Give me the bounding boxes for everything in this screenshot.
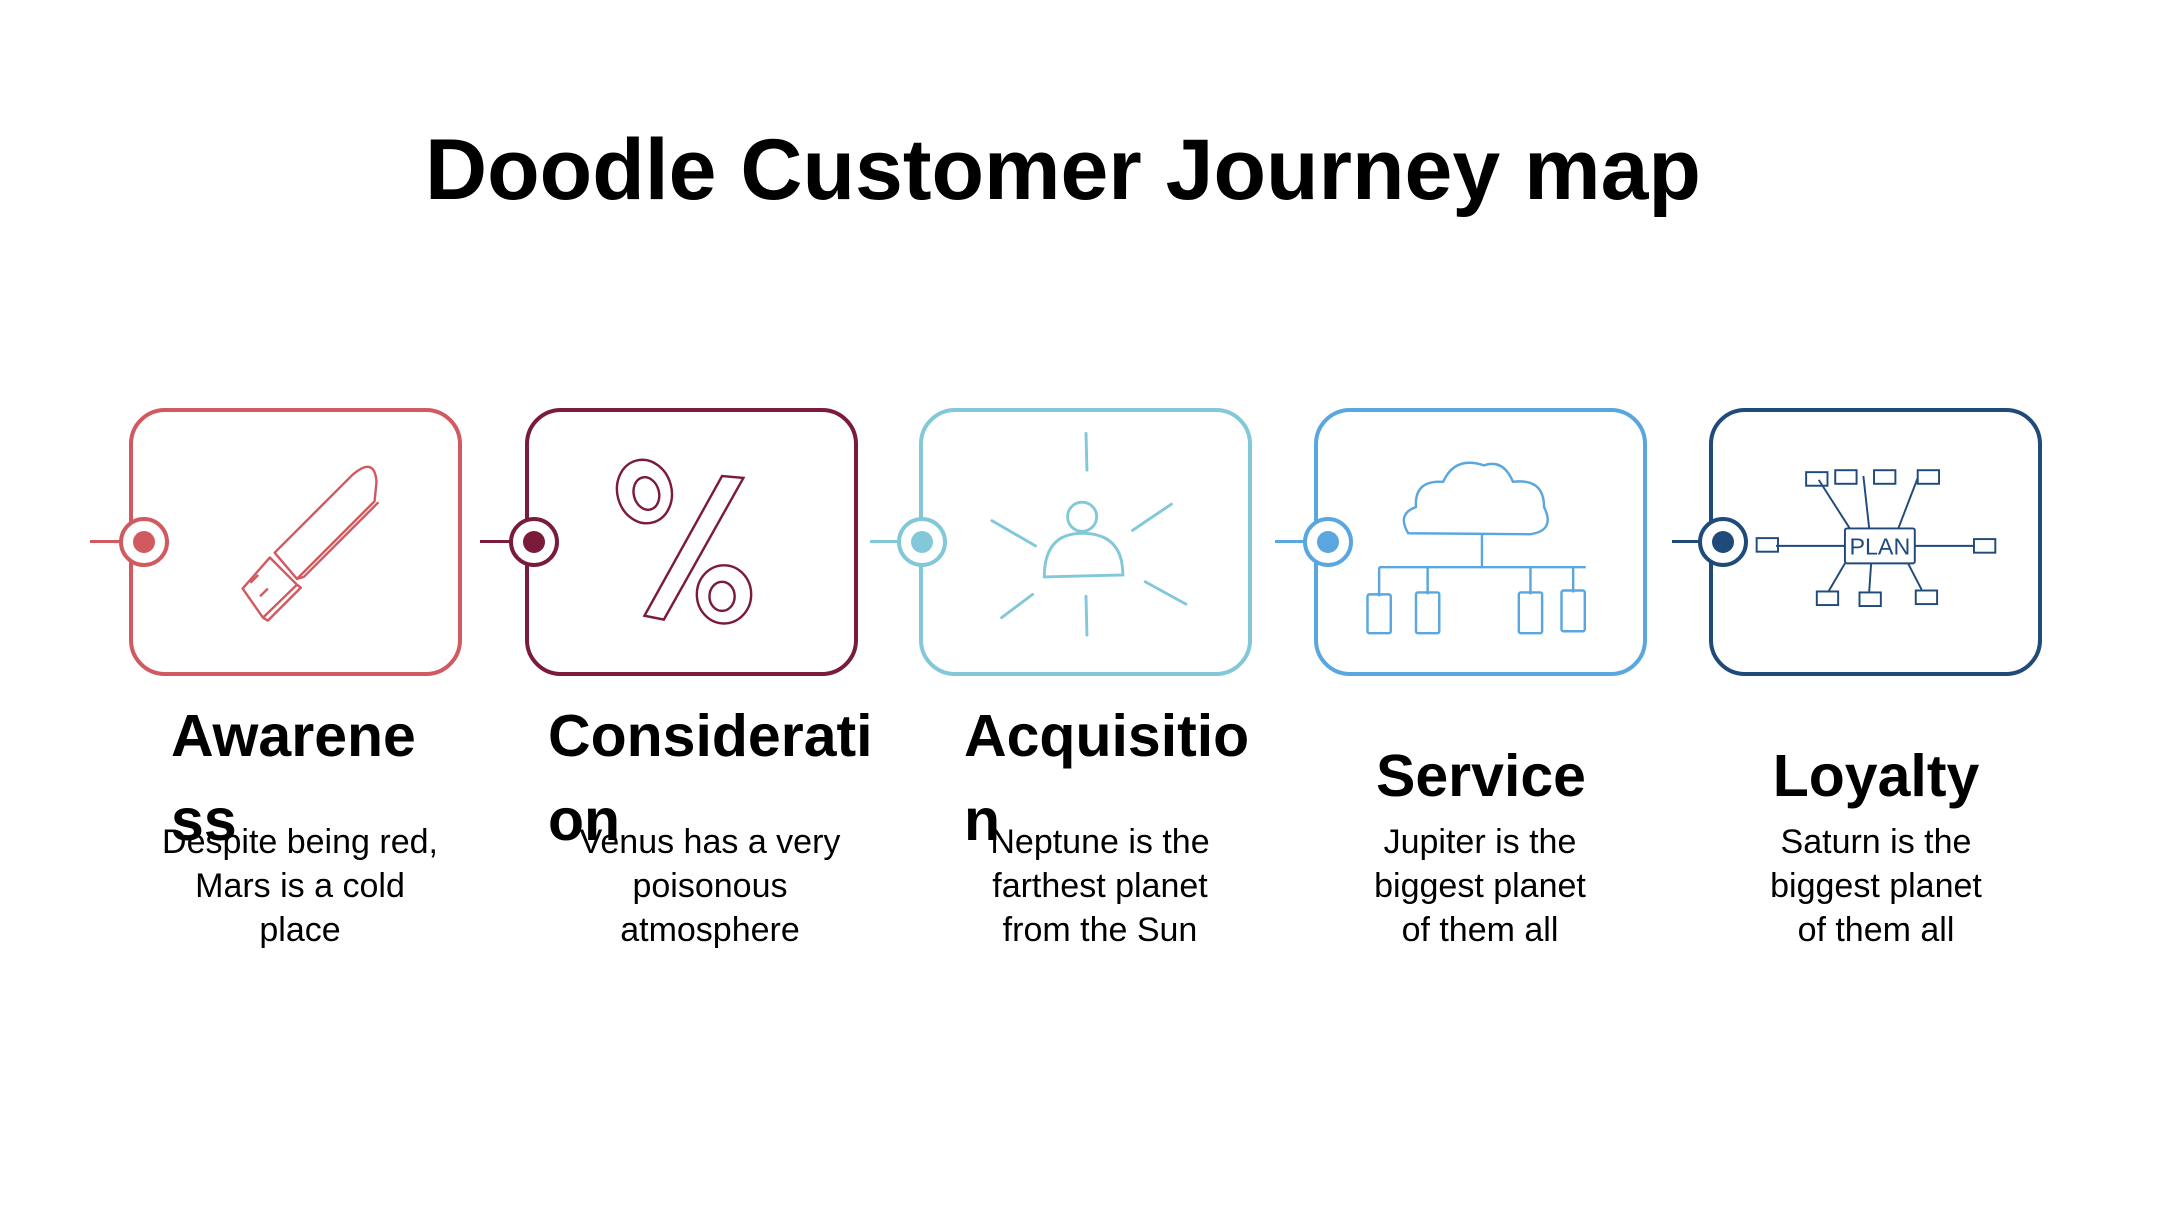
stage-description-consideration: Venus has a very poisonous atmosphere bbox=[579, 823, 841, 949]
stage-title-awareness: Awareness bbox=[171, 703, 416, 853]
percent-icon bbox=[615, 458, 753, 625]
stage-description-service: Jupiter is the biggest planet of them al… bbox=[1374, 823, 1586, 949]
page-title: Doodle Customer Journey map bbox=[425, 122, 1701, 218]
stage-marker-awareness bbox=[119, 517, 169, 567]
stage-title-consideration: Consideration bbox=[548, 703, 873, 853]
stage-title-loyalty: Loyalty bbox=[1772, 743, 1980, 809]
stage-marker-consideration bbox=[509, 517, 559, 567]
connector-line bbox=[1275, 540, 1315, 543]
stage-card-loyalty: PLAN bbox=[1709, 408, 2042, 676]
stage-card-awareness bbox=[129, 408, 462, 676]
stage-marker-loyalty bbox=[1698, 517, 1748, 567]
stage-title-acquisition: Acquisition bbox=[964, 703, 1250, 853]
cloud-network-icon bbox=[1366, 461, 1587, 635]
stage-description-acquisition: Neptune is the farthest planet from the … bbox=[990, 823, 1210, 949]
stage-card-consideration bbox=[525, 408, 858, 676]
connector-line bbox=[90, 540, 130, 543]
stage-description-loyalty: Saturn is the biggest planet of them all bbox=[1770, 823, 1982, 949]
stage-marker-service bbox=[1303, 517, 1353, 567]
person-spotlight-icon bbox=[990, 431, 1188, 637]
plan-label: PLAN bbox=[1849, 534, 1910, 560]
stage-description-awareness: Despite being red, Mars is a cold place bbox=[162, 823, 438, 949]
stage-title-service: Service bbox=[1376, 743, 1586, 809]
stage-card-service bbox=[1314, 408, 1647, 676]
usb-drive-icon bbox=[241, 465, 380, 622]
connector-line bbox=[1672, 540, 1712, 543]
connector-line bbox=[870, 540, 920, 543]
stage-marker-acquisition bbox=[897, 517, 947, 567]
connector-line bbox=[480, 540, 525, 543]
stage-card-acquisition bbox=[919, 408, 1252, 676]
plan-diagram-icon: PLAN bbox=[1755, 469, 1997, 608]
